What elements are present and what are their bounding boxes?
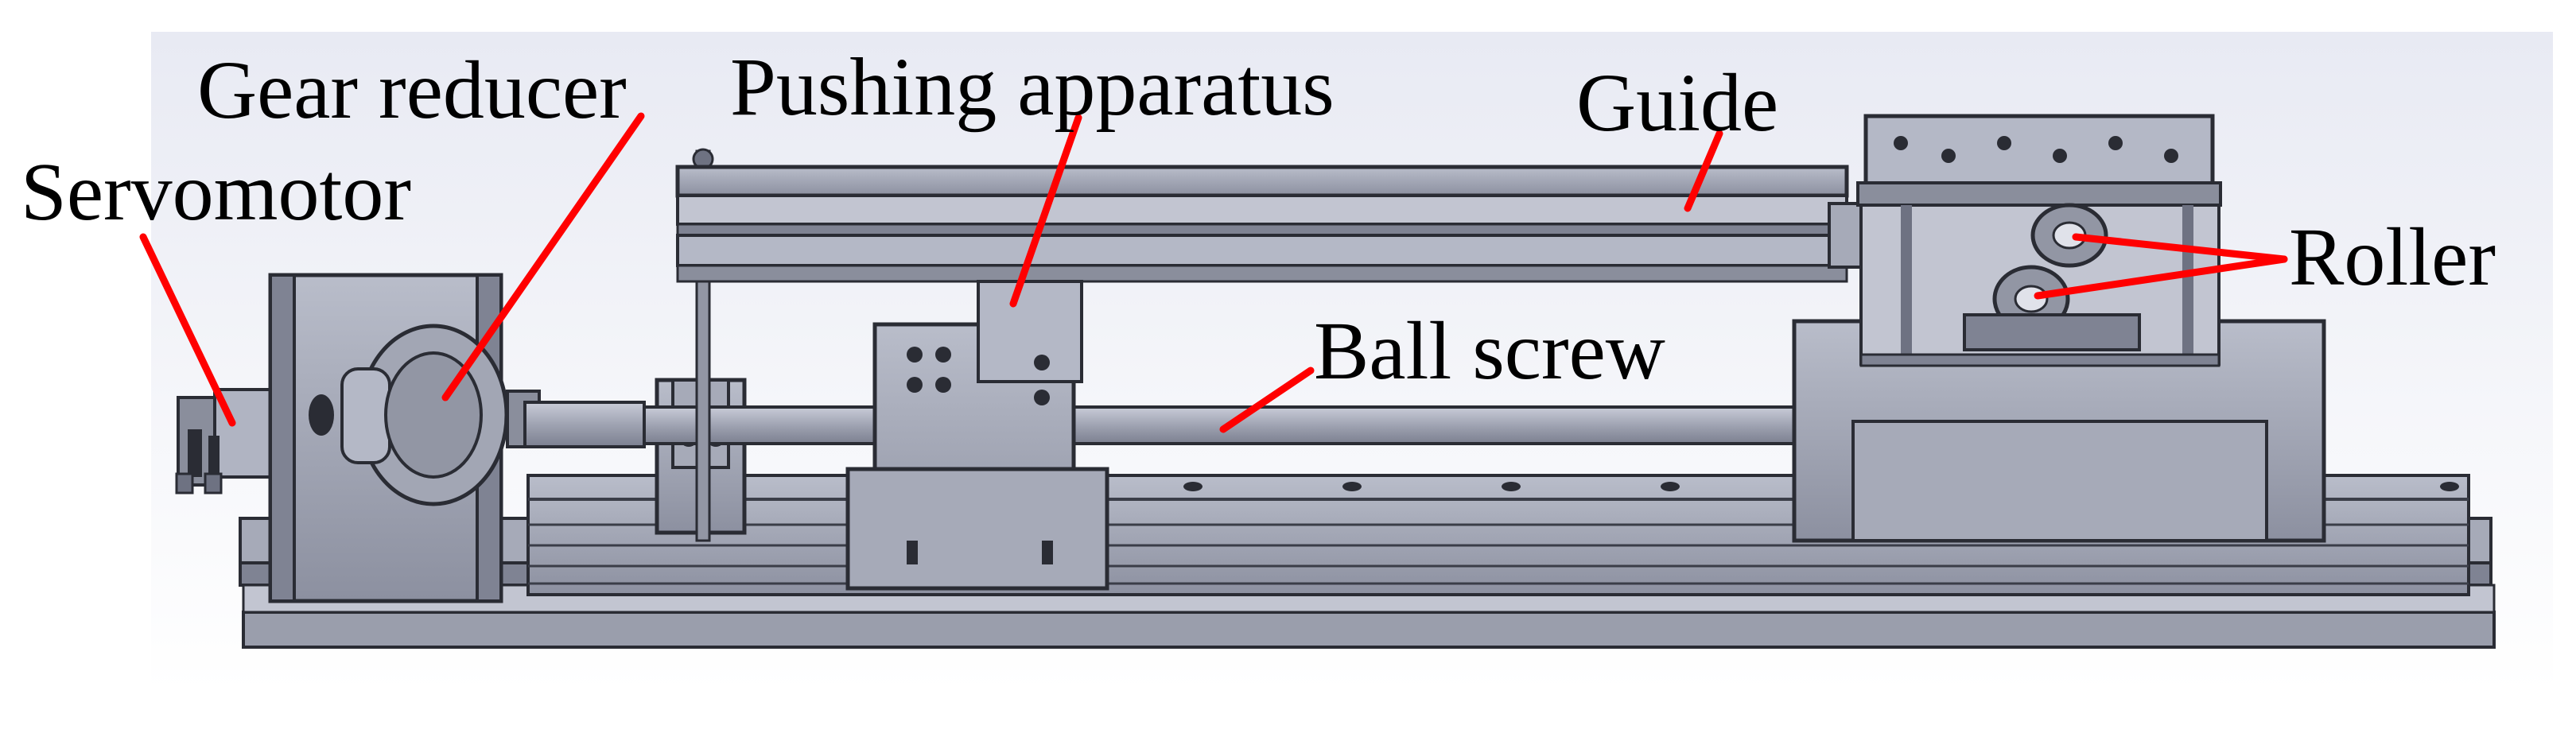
roller-pointer-lower xyxy=(2034,255,2288,300)
servomotor-label: Servomotor xyxy=(21,146,412,238)
pointer-lines xyxy=(139,112,2288,433)
gear-reducer-label: Gear reducer xyxy=(197,45,627,136)
pushing-apparatus-label: Pushing apparatus xyxy=(730,41,1335,133)
ball-screw-shaft xyxy=(643,405,1799,445)
coupling xyxy=(506,390,646,448)
roller-test-head xyxy=(1792,114,2326,543)
ball-screw-pointer xyxy=(1219,366,1315,433)
ball-screw-label: Ball screw xyxy=(1314,305,1665,397)
roller-pointer-upper xyxy=(2072,233,2288,263)
gear-reducer-pointer xyxy=(441,112,645,401)
guide-label: Guide xyxy=(1576,57,1779,149)
gear-reducer-housing xyxy=(268,273,509,603)
roller-label: Roller xyxy=(2289,211,2496,303)
guide-rails xyxy=(675,165,1918,283)
pushing-apparatus-pointer xyxy=(1009,114,1082,308)
guide-pointer xyxy=(1684,130,1723,212)
servomotor-pointer xyxy=(139,233,236,427)
pushing-apparatus xyxy=(845,280,1109,591)
